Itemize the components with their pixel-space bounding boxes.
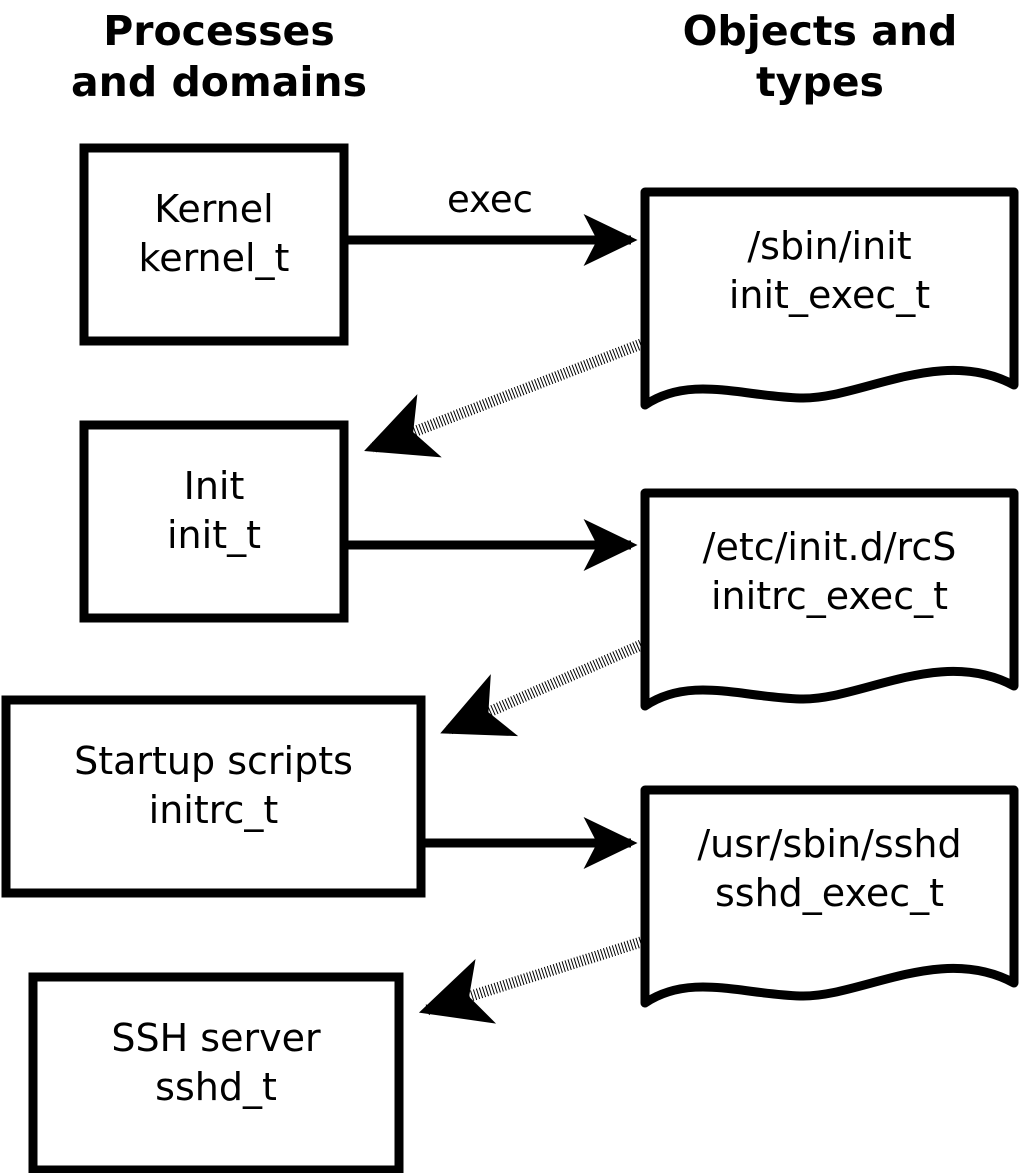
edge-sshd-exec-to-ssh-server: [418, 936, 643, 1024]
object-doc-init-exec[interactable]: [640, 187, 1019, 410]
column-heading-processes-and-domains: Processes and domains: [70, 7, 368, 106]
edge-init-exec-to-init: [364, 338, 643, 458]
process-box-kernel[interactable]: [79, 143, 349, 346]
object-doc-initrc-exec[interactable]: [640, 488, 1019, 711]
process-box-ssh-server[interactable]: [28, 972, 404, 1173]
object-doc-sshd-exec[interactable]: [640, 785, 1019, 1008]
process-box-startup-scripts[interactable]: [1, 695, 426, 898]
process-box-init[interactable]: [79, 420, 349, 623]
edge-initrc-exec-to-startup-scripts: [440, 639, 644, 737]
column-heading-objects-and-types: Objects and types: [682, 7, 958, 106]
edge-label-exec: exec: [447, 178, 533, 221]
